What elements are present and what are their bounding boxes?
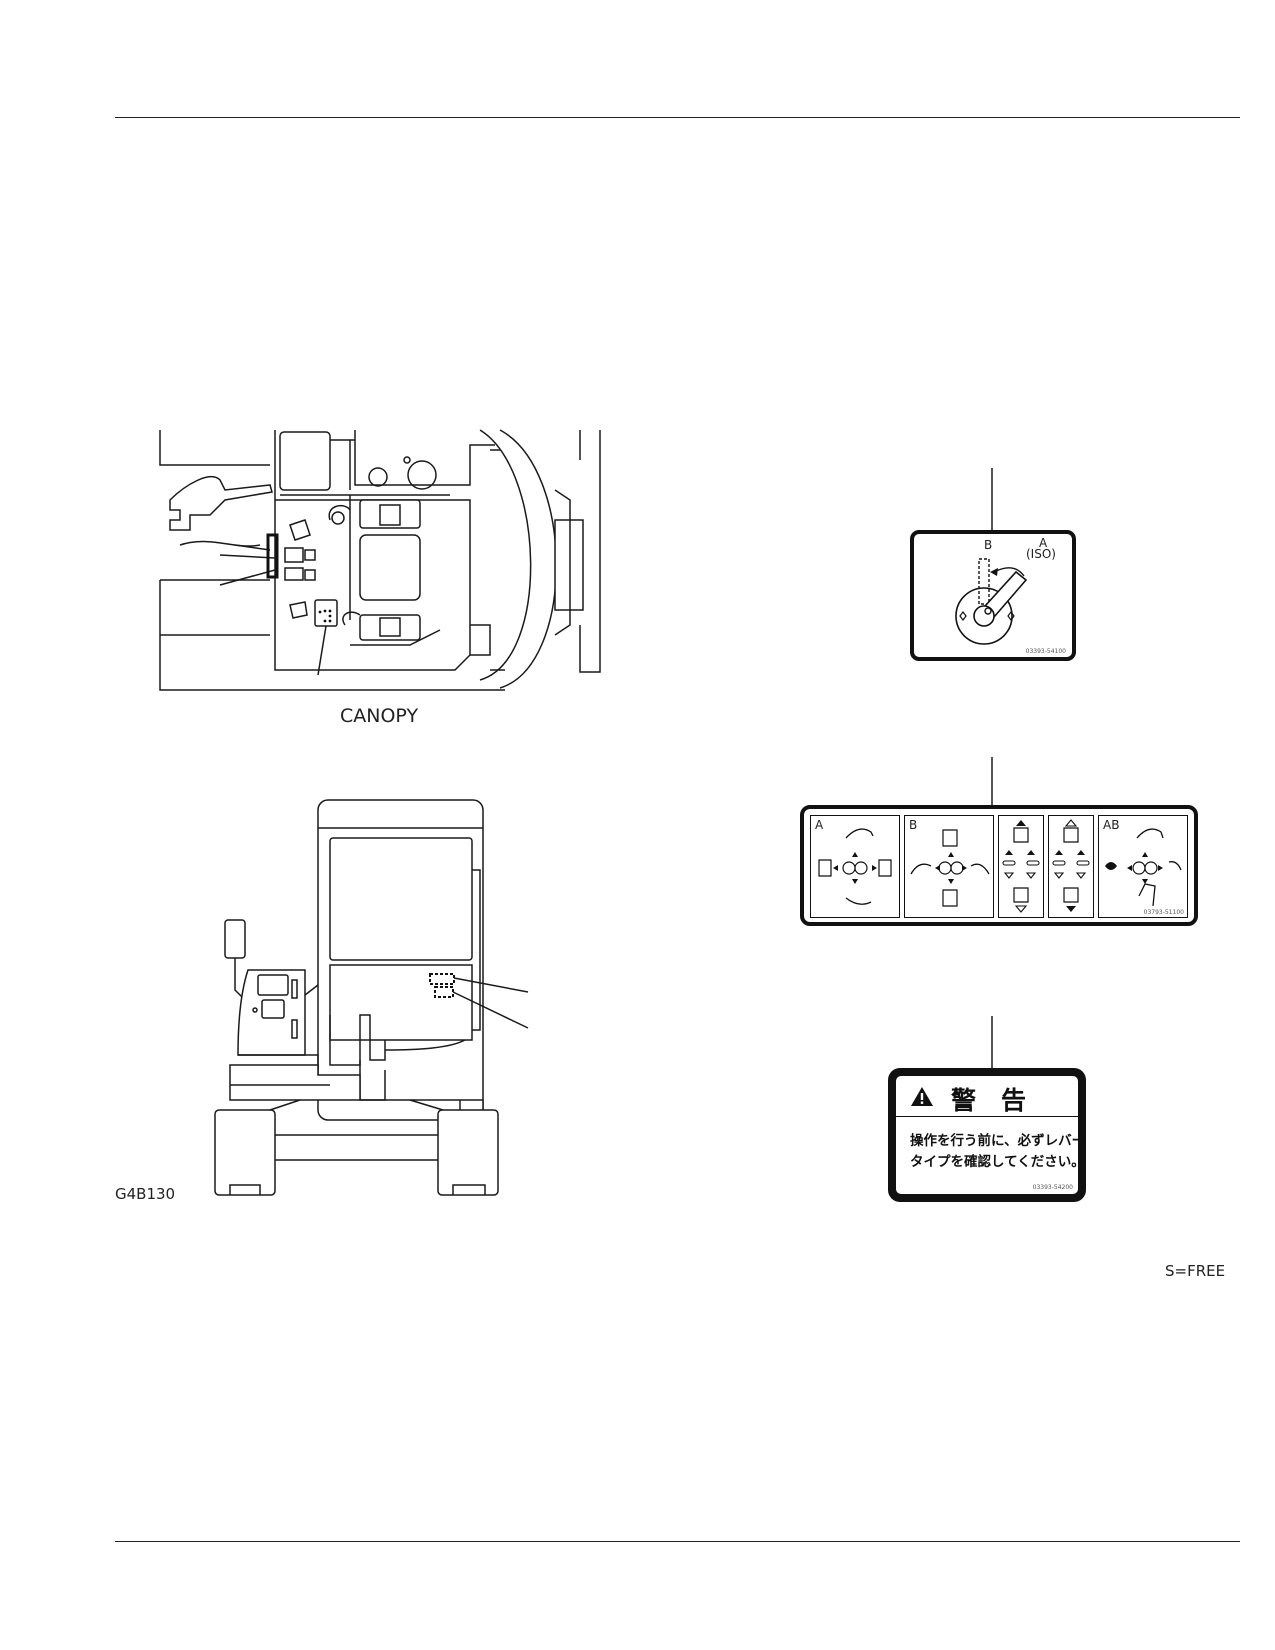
warning-title: 警 告: [951, 1086, 1027, 1115]
decal-label-a: A: [1039, 536, 1048, 550]
decal-label-iso: (ISO): [1026, 547, 1056, 561]
pattern-panel-arm: [1048, 815, 1094, 918]
boom-travel-icon: [999, 820, 1043, 917]
warning-header: 警 告: [896, 1076, 1078, 1117]
top-rule: [115, 117, 1240, 118]
warning-triangle-icon: [911, 1087, 933, 1106]
arm-travel-icon: [1049, 816, 1093, 912]
pattern-lever-icon: [944, 554, 1044, 644]
warning-part-no: 03393-54200: [1032, 1184, 1073, 1191]
scale-note: S=FREE: [1165, 1262, 1226, 1280]
pattern-select-decal: B A (ISO) 03393-54100: [910, 530, 1076, 661]
pattern-panel-b: B: [904, 815, 994, 918]
pattern-panel-ab: AB 03793-51100: [1098, 815, 1188, 918]
panel-label-ab: AB: [1103, 818, 1120, 832]
decal-part-no: 03393-54100: [1025, 648, 1066, 655]
decal-label-b: B: [984, 538, 993, 552]
pattern-panel-boom: [998, 815, 1044, 918]
chart-part-no: 03793-51100: [1143, 909, 1184, 916]
pattern-chart-decal: A B: [800, 805, 1198, 926]
pattern-a-icon: [811, 816, 899, 917]
pattern-ab-icon: [1105, 816, 1187, 917]
pattern-b-icon: [905, 816, 993, 917]
panel-label-b: B: [909, 818, 918, 832]
warning-decal-leader: [990, 1016, 994, 1068]
pattern-chart-decal-leader: [990, 757, 994, 805]
warning-decal: 警 告 操作を行う前に、必ずレバー タイプを確認してください。 03393-54…: [888, 1068, 1086, 1202]
panel-label-a: A: [815, 818, 824, 832]
pattern-panel-a: A: [810, 815, 900, 918]
bottom-rule: [115, 1541, 1240, 1542]
figure-code: G4B130: [115, 1185, 176, 1203]
warning-line-2: タイプを確認してください。: [910, 1154, 1085, 1170]
canopy-caption: CANOPY: [340, 705, 419, 727]
pattern-select-decal-leader: [990, 468, 994, 530]
excavator-front-view-drawing: [210, 800, 530, 1200]
canopy-top-view-drawing: [150, 430, 630, 700]
warning-decal-inner: 警 告 操作を行う前に、必ずレバー タイプを確認してください。 03393-54…: [896, 1076, 1085, 1194]
warning-line-1: 操作を行う前に、必ずレバー: [910, 1133, 1086, 1149]
